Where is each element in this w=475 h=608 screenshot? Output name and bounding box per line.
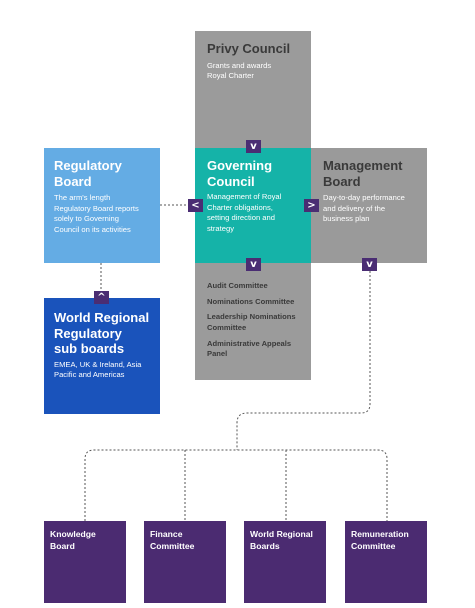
privy-council-title: Privy Council bbox=[207, 41, 291, 56]
committee-item-nominations: Nominations Committee bbox=[207, 296, 295, 306]
finance-committee-label: Finance Committee bbox=[150, 529, 195, 551]
governing-council-title: Governing Council bbox=[207, 158, 273, 189]
governing-to-regulatory-left-arrow: < bbox=[188, 199, 203, 212]
knowledge-board-label: Knowledge Board bbox=[50, 529, 96, 551]
management-subcommittees-connector bbox=[236, 271, 371, 450]
management-board-title: Management Board bbox=[323, 158, 403, 189]
governing-committees-list: Audit Committee Nominations Committee Le… bbox=[207, 281, 311, 360]
regulatory-board-box: Regulatory Board The arm's length Regula… bbox=[44, 148, 160, 263]
world-regional-boards-box: World Regional Boards bbox=[244, 521, 326, 603]
regulatory-board-desc: The arm's length Regulatory Board report… bbox=[54, 193, 139, 234]
subcommittees-bus-connector bbox=[84, 449, 388, 521]
worldregional-to-regulatory-up-arrow: ^ bbox=[94, 291, 109, 304]
remuneration-committee-label: Remuneration Committee bbox=[351, 529, 409, 551]
knowledge-board-box: Knowledge Board bbox=[44, 521, 126, 603]
governing-to-management-right-arrow: > bbox=[304, 199, 319, 212]
management-board-box: Management Board Day-to-day performance … bbox=[311, 148, 427, 263]
committee-item-leadership-nominations: Leadership Nominations Committee bbox=[207, 312, 296, 332]
privy-council-desc: Grants and awards Royal Charter bbox=[207, 60, 272, 81]
governing-council-desc: Management of Royal Charter obligations,… bbox=[207, 192, 282, 233]
privy-to-governing-down-arrow: v bbox=[246, 140, 261, 153]
world-regional-regulatory-title: World Regional Regulatory sub boards bbox=[54, 310, 150, 357]
management-to-subcommittees-down-arrow: v bbox=[362, 258, 377, 271]
world-regional-regulatory-desc: EMEA, UK & Ireland, Asia Pacific and Ame… bbox=[54, 359, 142, 380]
governing-to-committees-down-arrow: v bbox=[246, 258, 261, 271]
governing-council-box: Governing Council Management of Royal Ch… bbox=[195, 148, 311, 263]
committee-item-audit: Audit Committee bbox=[207, 281, 268, 290]
committee-item-administrative-appeals: Administrative Appeals Panel bbox=[207, 338, 292, 359]
management-board-desc: Day-to-day performance and delivery of t… bbox=[323, 193, 405, 224]
world-regional-boards-label: World Regional Boards bbox=[250, 529, 313, 551]
regulatory-board-title: Regulatory Board bbox=[54, 158, 122, 189]
remuneration-committee-box: Remuneration Committee bbox=[345, 521, 427, 603]
world-regional-regulatory-box: World Regional Regulatory sub boards EME… bbox=[44, 298, 160, 414]
finance-committee-box: Finance Committee bbox=[144, 521, 226, 603]
